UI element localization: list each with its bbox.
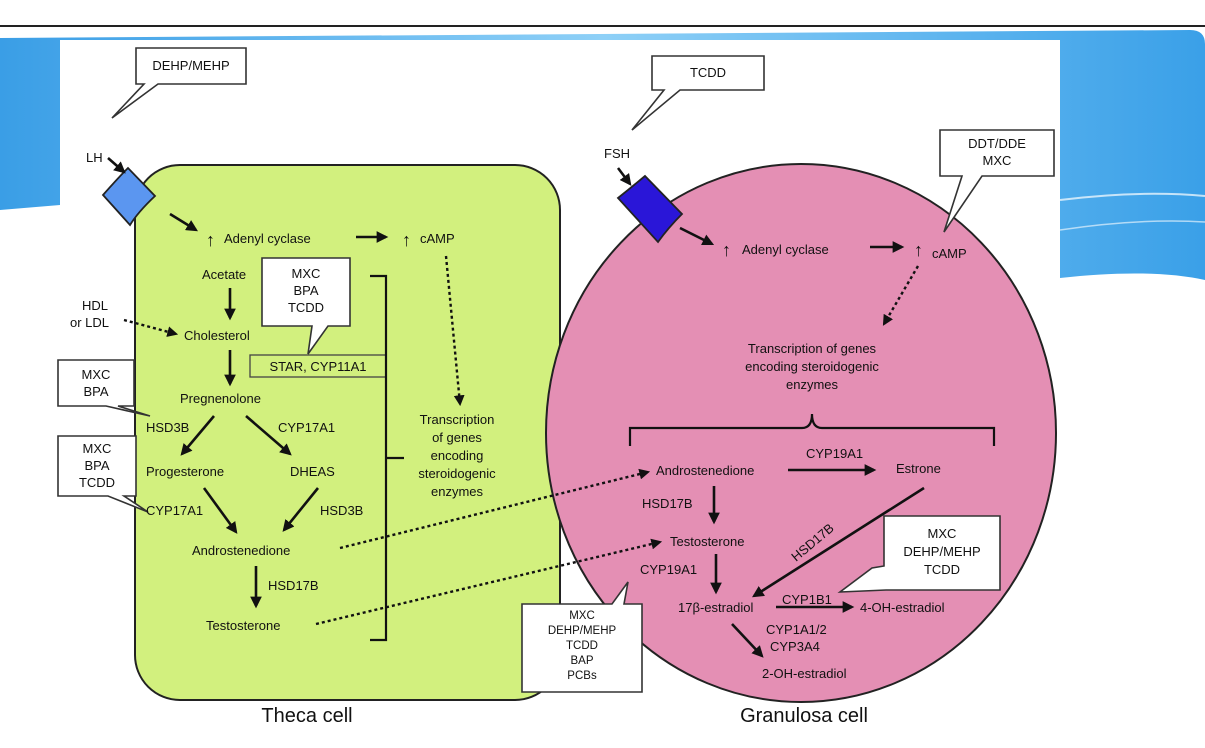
arrow-dheas-to-androstenedione <box>282 487 320 532</box>
callout-text: DDT/DDE <box>968 136 1026 151</box>
callout-text: TCDD <box>288 300 324 315</box>
callout-mxc-bpa-tcdd-inner: MXC BPA TCDD <box>261 257 351 355</box>
arrow-hdl-to-cholesterol <box>123 318 179 337</box>
callout-text: TCDD <box>566 640 598 652</box>
granulosa-transcription-line: encoding steroidogenic <box>745 359 879 374</box>
callout-text: DEHP/MEHP <box>548 625 617 637</box>
callout-text: MXC <box>83 441 112 456</box>
theca-camp: cAMP <box>420 231 455 246</box>
cyp3a4-label: CYP3A4 <box>770 639 820 654</box>
theca-adenyl-cyclase: Adenyl cyclase <box>224 231 311 246</box>
callout-text: MXC <box>569 610 595 622</box>
arrow-progesterone-to-androstenedione <box>202 487 238 534</box>
callout-text: TCDD <box>924 562 960 577</box>
arrow-receptor-to-adenyl <box>169 212 198 232</box>
arrow-pregnenolone-to-dheas <box>245 415 292 456</box>
hsd3b-left-label: HSD3B <box>146 420 189 435</box>
callout-bottom-list: MXC DEHP/MEHP TCDD BAP PCBs <box>521 581 643 693</box>
theca-testosterone-label: Testosterone <box>206 618 280 633</box>
theca-transcription-line: enzymes <box>431 484 484 499</box>
cyp17a1-top-label: CYP17A1 <box>278 420 335 435</box>
callout-text: MXC <box>292 266 321 281</box>
callout-text: MXC <box>928 526 957 541</box>
hdl-label: HDL <box>82 298 108 313</box>
pregnenolone-label: Pregnenolone <box>180 391 261 406</box>
theca-transcription-line: encoding <box>431 448 484 463</box>
granulosa-transcription-line: enzymes <box>786 377 839 392</box>
slide-wave-highlight <box>1059 192 1205 201</box>
granulosa-cell-caption: Granulosa cell <box>740 705 868 727</box>
callout-mxc-bpa-left: MXC BPA <box>57 359 151 417</box>
arrow-receptor-to-adenyl <box>679 226 715 246</box>
arrow-androstenedione-transfer <box>339 468 651 550</box>
arrow-camp-to-transcription <box>882 265 920 326</box>
theca-bracket <box>370 274 404 642</box>
callout-text: BPA <box>84 458 109 473</box>
oh4-estradiol-label: 4-OH-estradiol <box>860 600 945 615</box>
cholesterol-label: Cholesterol <box>184 328 250 343</box>
callout-dehp-top: DEHP/MEHP <box>111 47 247 119</box>
oh2-estradiol-label: 2-OH-estradiol <box>762 666 847 681</box>
arrow-fsh-to-receptor <box>616 167 632 186</box>
callout-ddt-mxc: DDT/DDE MXC <box>939 129 1055 233</box>
arrow-lh-to-receptor <box>107 157 126 174</box>
callout-mxc-bpa-tcdd-left: MXC BPA TCDD <box>57 435 149 513</box>
granulosa-hsd17b-left-label: HSD17B <box>642 496 693 511</box>
theca-hsd17b-label: HSD17B <box>268 578 319 593</box>
arrow-camp-to-transcription <box>444 255 465 407</box>
arrow-estradiol-to-2oh <box>731 623 764 658</box>
callout-text: BPA <box>83 384 108 399</box>
granulosa-bracket <box>628 413 996 446</box>
cyp1b1-label: CYP1B1 <box>782 592 832 607</box>
arrow-estrone-to-estradiol <box>752 486 925 598</box>
callout-mxc-dehp-tcdd-right: MXC DEHP/MEHP TCDD <box>837 515 1001 593</box>
up-arrow-glyph: ↑ <box>722 240 731 260</box>
callout-text: BAP <box>570 655 593 667</box>
callout-text: DEHP/MEHP <box>152 58 229 73</box>
callout-text: DEHP/MEHP <box>903 544 980 559</box>
cyp1a12-label: CYP1A1/2 <box>766 622 827 637</box>
callout-text: BPA <box>293 283 318 298</box>
progesterone-label: Progesterone <box>146 464 224 479</box>
callout-tcdd-top: TCDD <box>631 55 765 131</box>
hsd3b-right-label: HSD3B <box>320 503 363 518</box>
granulosa-testosterone-label: Testosterone <box>670 534 744 549</box>
fsh-label: FSH <box>604 146 630 161</box>
arrow-testosterone-transfer <box>315 538 663 626</box>
cyp19a1-top-label: CYP19A1 <box>806 446 863 461</box>
lh-receptor-icon <box>101 166 157 227</box>
fsh-receptor-icon <box>616 174 684 244</box>
callout-text: TCDD <box>690 65 726 80</box>
cyp17a1-left-label: CYP17A1 <box>146 503 203 518</box>
theca-transcription-line: of genes <box>432 430 482 445</box>
callout-text: PCBs <box>567 670 597 682</box>
callout-text: MXC <box>983 153 1012 168</box>
ldl-label: or LDL <box>70 315 109 330</box>
callout-text: TCDD <box>79 475 115 490</box>
estradiol-label: 17β-estradiol <box>678 600 754 615</box>
theca-transcription-line: Transcription <box>420 412 495 427</box>
theca-cell-caption: Theca cell <box>261 705 352 727</box>
theca-androstenedione-label: Androstenedione <box>192 543 290 558</box>
cyp19a1-left-label: CYP19A1 <box>640 562 697 577</box>
star-cyp11a1-label: STAR, CYP11A1 <box>269 359 366 374</box>
granulosa-transcription-line: Transcription of genes <box>748 341 877 356</box>
granulosa-androstenedione-label: Androstenedione <box>656 463 754 478</box>
theca-transcription-line: steroidogenic <box>418 466 496 481</box>
up-arrow-glyph: ↑ <box>206 230 215 250</box>
dheas-label: DHEAS <box>290 464 335 479</box>
slide-wave-highlight <box>1059 220 1205 231</box>
granulosa-adenyl-cyclase: Adenyl cyclase <box>742 242 829 257</box>
up-arrow-glyph: ↑ <box>914 240 923 260</box>
estrone-label: Estrone <box>896 461 941 476</box>
acetate-label: Acetate <box>202 267 246 282</box>
granulosa-camp: cAMP <box>932 246 967 261</box>
lh-label: LH <box>86 150 103 165</box>
arrow-pregnenolone-to-progesterone <box>180 415 215 456</box>
up-arrow-glyph: ↑ <box>402 230 411 250</box>
callout-text: MXC <box>82 367 111 382</box>
